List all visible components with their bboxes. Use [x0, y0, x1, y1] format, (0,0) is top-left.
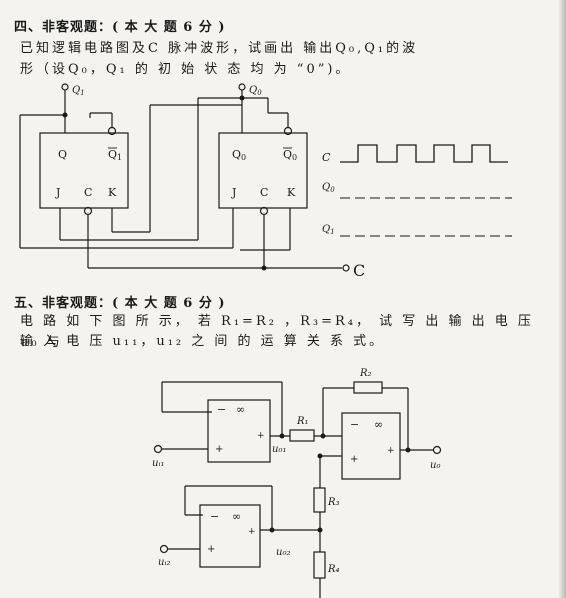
ff1-c-label: C	[84, 186, 92, 199]
opamp-2-box	[341, 412, 401, 480]
clock-terminal	[342, 264, 350, 272]
section-5-title: 五、非客观题：( 本 大 题 6 分 )	[14, 296, 226, 311]
ff0-output-label: Q0	[249, 85, 262, 97]
ui2-label: uᵢ₂	[158, 557, 170, 568]
opamp-3-inf: ∞	[232, 510, 241, 523]
uo-label: u₀	[430, 460, 440, 471]
opamp-2-output-plus: +	[387, 446, 395, 456]
ff1-q-label: Q	[58, 148, 67, 161]
ui1-label: uᵢ₁	[152, 458, 164, 469]
opamp-1-inf: ∞	[236, 403, 245, 416]
ui1-terminal	[153, 444, 163, 454]
section-4-line-2: 形（设Q₀，Q₁ 的 初 始 状 态 均 为 “0”)。	[20, 62, 352, 77]
resistor-r4	[313, 551, 326, 579]
opamp-2-inf: ∞	[374, 418, 383, 431]
q0-terminal	[238, 83, 246, 91]
section-4-title: 四、非客观题：( 本 大 题 6 分 )	[14, 20, 226, 35]
ff1-j-label: J	[55, 186, 60, 199]
clock-input-label: C	[353, 261, 365, 280]
ff0-q-label: Q0	[232, 148, 246, 162]
resistor-r1	[289, 429, 315, 442]
waveform-c-label: C	[322, 151, 331, 164]
ff1-qbar-label: Q1	[108, 148, 122, 162]
r2-label: R₂	[359, 368, 372, 379]
opamp-2-plus: +	[350, 454, 358, 465]
resistor-r2	[353, 381, 383, 394]
ui2-terminal	[159, 544, 169, 554]
r3-label: R₃	[327, 497, 340, 508]
q1-terminal	[61, 83, 69, 91]
section-5-line-1: 电 路 如 下 图 所 示， 若 R₁=R₂ ，R₃=R₄， 试 写 出 输 出…	[20, 314, 534, 350]
opamp-3-plus: +	[207, 544, 215, 555]
section-4-line-1: 已知逻辑电路图及C 脉冲波形，试画出 输出Q₀,Q₁的波	[20, 41, 419, 56]
waveform-q0-label: Q0	[322, 182, 335, 194]
ff0-c-label: C	[260, 186, 268, 199]
section-5-line-2: 输 入 电 压 u₁₁，u₁₂ 之 间 的 运 算 关 系 式。	[20, 334, 386, 349]
opamp-1-minus: −	[217, 403, 226, 416]
opamp-3-box	[199, 504, 261, 568]
uo2-label: u₀₂	[276, 547, 290, 558]
ff1-output-label: Q1	[72, 85, 85, 97]
ff0-k-label: K	[287, 186, 296, 199]
opamp-2-minus: −	[350, 418, 359, 431]
opamp-3-minus: −	[210, 510, 219, 523]
waveform-q1-label: Q1	[322, 224, 335, 236]
ff1-k-label: K	[108, 186, 117, 199]
opamp-3-output-plus: +	[248, 527, 256, 537]
ff0-qbar-label: Q0	[283, 148, 297, 162]
ff0-j-label: J	[231, 186, 236, 199]
uo-terminal	[432, 445, 442, 455]
r4-label: R₄	[327, 564, 340, 575]
resistor-r3	[313, 487, 326, 513]
opamp-1-plus: +	[215, 444, 223, 455]
page-scan-edge	[558, 0, 566, 598]
flipflop-1-box	[39, 132, 129, 209]
r1-label: R₁	[296, 416, 309, 427]
opamp-1-box	[207, 399, 271, 463]
uo1-label: u₀₁	[272, 444, 286, 455]
opamp-1-output-plus: +	[257, 431, 265, 441]
clock-waveform	[340, 144, 508, 163]
